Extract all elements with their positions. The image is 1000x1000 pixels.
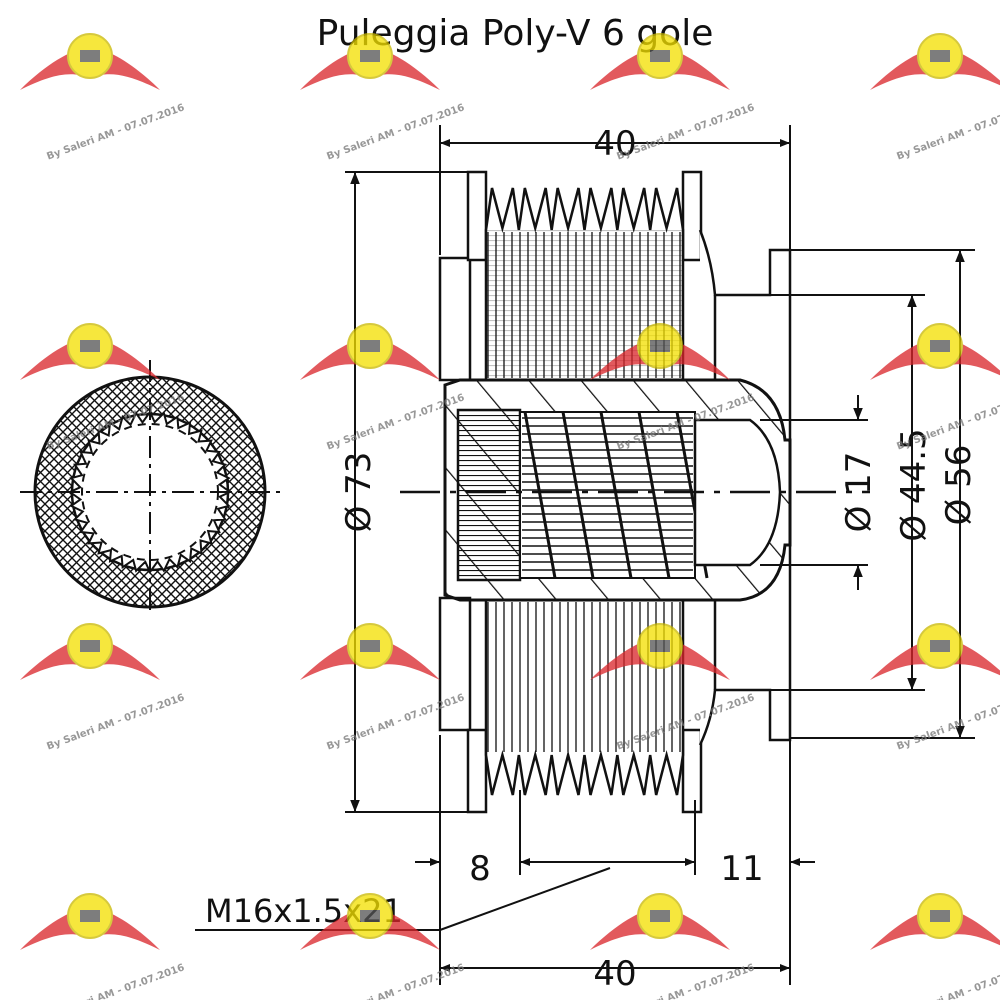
dim-flange-diameter: Ø 56 <box>939 445 979 526</box>
dia-symbol: Ø <box>839 506 879 533</box>
watermark-logo: By Saleri AM - 07.07.2016 <box>869 33 1000 163</box>
svg-text:Ø 44.5: Ø 44.5 <box>894 428 934 541</box>
watermark-text: By Saleri AM - 07.07.2016 <box>45 102 186 162</box>
pulley-section <box>438 170 792 814</box>
dim-outer-value: 73 <box>339 452 379 495</box>
dim-left: 8 <box>469 849 491 889</box>
dia-symbol: Ø <box>939 499 979 526</box>
end-view <box>20 360 280 615</box>
watermark-text: By Saleri AM - 07.07.2016 <box>45 692 186 752</box>
dim-flange-value: 56 <box>939 445 979 488</box>
svg-text:Ø 17: Ø 17 <box>839 452 879 533</box>
svg-text:Ø 73: Ø 73 <box>339 452 379 533</box>
dia-symbol: Ø <box>894 515 934 542</box>
dia-symbol: Ø <box>339 506 379 533</box>
watermark-logo: By Saleri AM - 07.07.2016 <box>869 323 1000 453</box>
dim-bore-diameter: Ø 17 <box>839 452 879 533</box>
watermark-logo: By Saleri AM - 07.07.2016 <box>19 893 186 1000</box>
dim-hub-diameter: Ø 44.5 <box>894 428 934 541</box>
watermark-text: By Saleri AM - 07.07.2016 <box>895 962 1000 1000</box>
dim-right: 11 <box>720 849 763 889</box>
watermark-logo: By Saleri AM - 07.07.2016 <box>869 623 1000 753</box>
watermark-logo: By Saleri AM - 07.07.2016 <box>19 623 186 753</box>
watermark-text: By Saleri AM - 07.07.2016 <box>45 962 186 1000</box>
watermark-text: By Saleri AM - 07.07.2016 <box>895 102 1000 162</box>
watermark-logo: By Saleri AM - 07.07.2016 <box>869 893 1000 1000</box>
dim-outer-diameter: Ø 73 <box>339 452 379 533</box>
svg-text:Ø 56: Ø 56 <box>939 445 979 526</box>
dim-width-top: 40 <box>593 124 636 164</box>
dim-hub-value: 44.5 <box>894 428 934 504</box>
watermark-text: By Saleri AM - 07.07.2016 <box>325 102 466 162</box>
watermark-text: By Saleri AM - 07.07.2016 <box>895 692 1000 752</box>
watermark-logo: By Saleri AM - 07.07.2016 <box>19 33 186 163</box>
watermark-text: By Saleri AM - 07.07.2016 <box>325 962 466 1000</box>
dim-width-bottom: 40 <box>593 954 636 994</box>
dim-bore-value: 17 <box>839 452 879 495</box>
